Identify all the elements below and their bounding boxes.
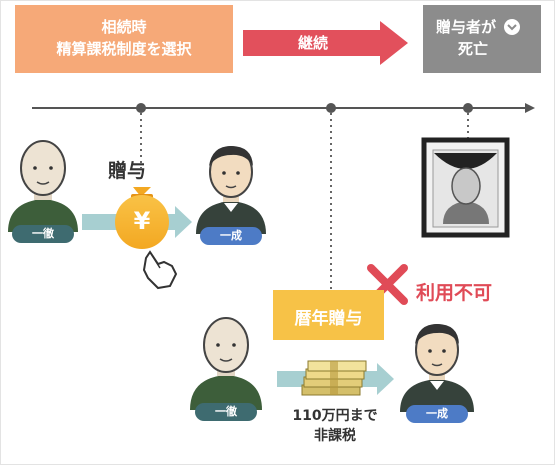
annual-gift-label-box [273,290,384,340]
banner-left [15,5,233,73]
receiver-top-badge: 一成 [200,227,262,245]
timeline-dot-2 [326,103,336,113]
money-bag-icon [115,187,169,249]
banner-left-line1: 相続時 [101,18,147,36]
giver-bottom-avatar [190,317,262,410]
banner-right-line1: 贈与者が [436,18,497,36]
memorial-portrait [421,137,510,238]
receiver-top-avatar [196,146,266,234]
banner-right-text: 贈与者が 死亡 [436,16,496,60]
receiver-bottom-badge: 一成 [406,405,468,423]
timeline-dot-3 [463,103,473,113]
annual-gift-label: 暦年贈与 [294,309,363,329]
cash-stack-icon [301,360,367,396]
gift-label: 贈与 [108,160,147,182]
giver-bottom-badge: 一徹 [195,403,257,421]
banner-right [423,5,541,73]
giver-top-badge: 一徹 [12,225,74,243]
timeline-dot-1 [136,103,146,113]
chevron-down-icon[interactable] [504,19,520,35]
banner-left-line2: 精算課税制度を選択 [56,40,192,58]
receiver-bottom-avatar [400,324,474,412]
hand-pointer-icon[interactable] [142,250,178,290]
banner-middle-label: 継続 [298,34,329,52]
yen-symbol: ¥ [133,207,151,235]
tax-free-text: 110万円まで 非課税 [277,406,393,446]
timeline-arrowhead [525,103,535,113]
chevron-down-stroke [507,24,517,31]
tax-free-line1: 110万円まで [292,408,378,424]
banner-right-line2: 死亡 [458,40,489,58]
tax-free-line2: 非課税 [314,428,356,444]
giver-top-avatar [8,140,78,232]
unavailable-label: 利用不可 [416,282,493,304]
banner-left-text: 相続時 精算課税制度を選択 [15,16,233,60]
banner-middle-arrow [243,21,408,65]
